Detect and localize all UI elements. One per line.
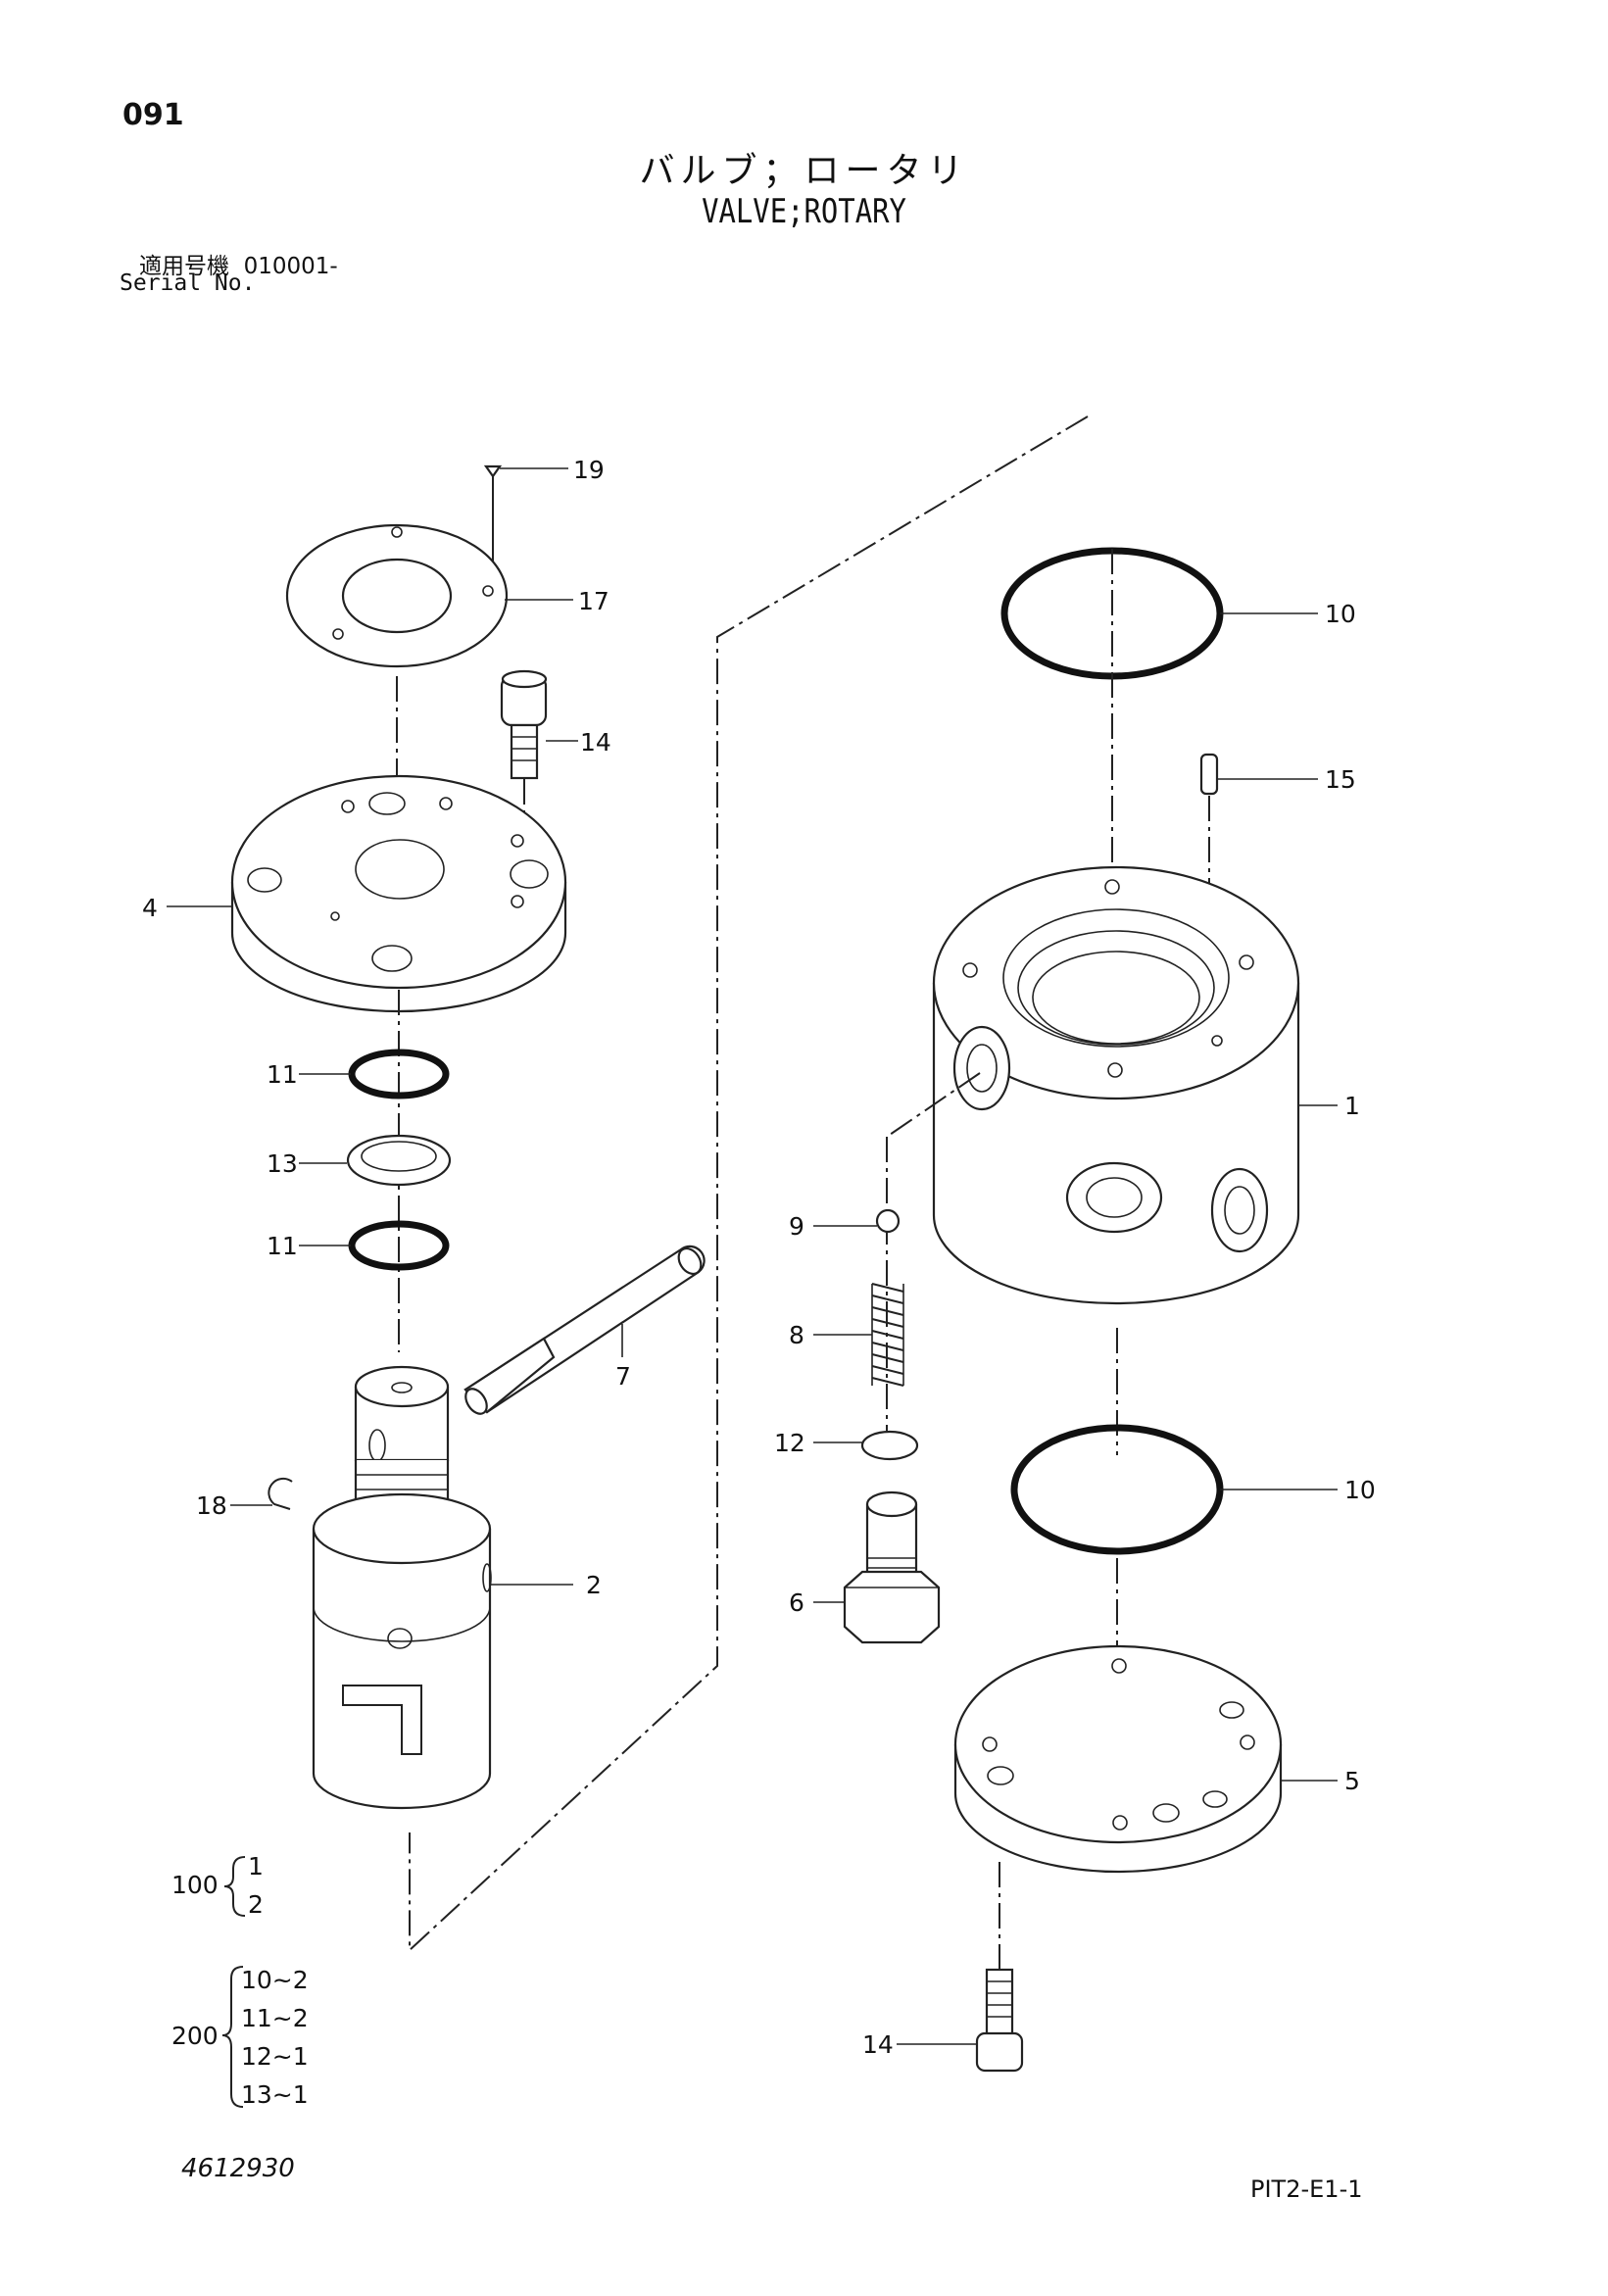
callout-9: 9	[789, 1212, 804, 1241]
callout-6: 6	[789, 1588, 804, 1617]
part-cover-4	[230, 774, 567, 1013]
sheet-code: PIT2-E1-1	[1250, 2175, 1363, 2203]
callout-19: 19	[573, 456, 605, 484]
part-oring-11-lower	[348, 1220, 450, 1271]
kit-200-item-3: 12~1	[241, 2042, 309, 2071]
part-cover-5	[953, 1644, 1283, 1874]
assembly-boundary-line	[409, 415, 1089, 1953]
serial-label-japanese: 適用号機 010001-	[139, 247, 338, 280]
title-english: VALVE;ROTARY	[702, 192, 906, 231]
part-housing-1	[932, 865, 1300, 1305]
callout-5: 5	[1344, 1767, 1360, 1795]
callout-13: 13	[267, 1149, 298, 1178]
part-plug-6	[843, 1490, 941, 1644]
kit-legend-200: 200 10~2 11~2 12~1 13~1	[171, 1966, 309, 2109]
part-snap-ring-18	[268, 1477, 293, 1510]
part-backup-ring-13	[346, 1134, 452, 1187]
callout-8: 8	[789, 1321, 804, 1349]
kit-200-item-2: 11~2	[241, 2004, 309, 2032]
callout-11-upper: 11	[267, 1060, 298, 1089]
drawing-number: 4612930	[181, 2154, 295, 2183]
part-ball-9	[875, 1208, 901, 1234]
callout-15: 15	[1325, 765, 1356, 794]
kit-100-item-1: 1	[248, 1852, 264, 1881]
callout-2: 2	[586, 1571, 602, 1599]
kit-200-item-4: 13~1	[241, 2080, 309, 2109]
callout-4: 4	[142, 894, 158, 922]
part-oring-12	[860, 1430, 919, 1461]
serial-label-jp-text: 適用号機	[139, 254, 229, 279]
callout-14-lower: 14	[862, 2030, 894, 2059]
serial-label-english: Serial No.	[120, 270, 256, 296]
part-pipe-7	[463, 1245, 706, 1415]
part-spring-8	[871, 1283, 904, 1387]
kit-legend-100: 100 1 2	[171, 1852, 264, 1919]
part-bolt-14-upper	[500, 669, 548, 882]
title-japanese: バルブ；ロータリ	[639, 151, 969, 191]
kit-100-number: 100	[171, 1871, 219, 1899]
part-bolt-14-lower	[975, 1968, 1024, 2073]
callout-1: 1	[1344, 1092, 1360, 1120]
callout-10-lower: 10	[1344, 1476, 1376, 1504]
kit-200-item-1: 10~2	[241, 1966, 309, 1994]
page-number: 091	[122, 98, 184, 132]
kit-200-number: 200	[171, 2022, 219, 2050]
part-oring-11-upper	[348, 1049, 450, 1099]
callout-7: 7	[615, 1362, 631, 1391]
part-plate-17	[285, 523, 509, 668]
callout-14-upper: 14	[580, 728, 611, 757]
callout-10-upper: 10	[1325, 600, 1356, 628]
callout-17: 17	[578, 587, 609, 615]
leader-lines	[167, 467, 1338, 2045]
kit-100-item-2: 2	[248, 1890, 264, 1919]
serial-value: 010001-	[243, 254, 338, 279]
callout-12: 12	[774, 1429, 805, 1457]
part-oring-10-lower	[1010, 1424, 1224, 1555]
callout-18: 18	[196, 1491, 227, 1520]
part-spool-2	[312, 1365, 492, 1810]
callout-11-lower: 11	[267, 1232, 298, 1260]
